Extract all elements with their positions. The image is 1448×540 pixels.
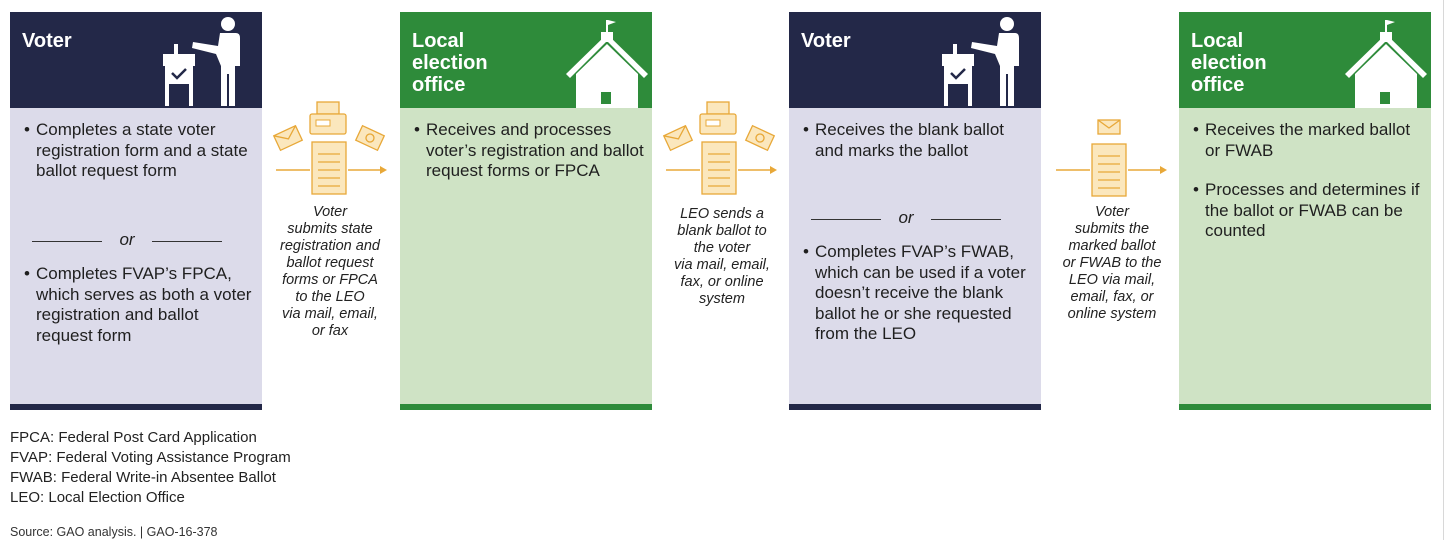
fax-machine-icon <box>699 101 737 135</box>
schoolhouse-icon <box>566 20 648 108</box>
box-bottom-bar <box>789 404 1041 410</box>
arrow-right-icon <box>1128 166 1167 174</box>
voter-ballot-box-icon <box>163 17 240 106</box>
envelope-icon <box>1097 119 1121 135</box>
fax-machine-icon <box>309 101 347 135</box>
legend-item: LEO: Local Election Office <box>10 489 185 506</box>
box-body: Receives the marked ballot or FWAB Proce… <box>1179 108 1431 404</box>
bullet-item: Completes FVAP’s FPCA, which serves as b… <box>24 264 256 346</box>
box-body: Completes a state voter registration for… <box>10 108 262 404</box>
transmission-icons <box>662 101 777 195</box>
leo-box-ballot: Local election office Receives the marke… <box>1179 12 1431 410</box>
box-bottom-bar <box>10 404 262 410</box>
bullet-item: Receives the marked ballot or FWAB <box>1193 120 1425 161</box>
connector-text: Voter submits state registration and bal… <box>280 204 380 339</box>
voter-box-registration: Voter Completes a state voter registrati… <box>10 12 262 410</box>
transmission-icons <box>272 101 387 195</box>
frame-divider <box>1443 0 1444 540</box>
box-bottom-bar <box>400 404 652 410</box>
box-header: Local election office <box>400 12 652 108</box>
box-bottom-bar <box>1179 404 1431 410</box>
document-icon <box>1091 143 1127 197</box>
envelope-icon <box>272 124 304 152</box>
arrow-right-icon <box>348 166 387 174</box>
document-icon <box>311 141 347 195</box>
box-header: Voter <box>10 12 262 108</box>
legend-item: FVAP: Federal Voting Assistance Program <box>10 449 291 466</box>
box-header: Voter <box>789 12 1041 108</box>
email-at-icon <box>744 124 776 152</box>
connector-text: Voter submits the marked ballot or FWAB … <box>1062 204 1162 322</box>
source-note: Source: GAO analysis. | GAO-16-378 <box>10 525 218 539</box>
leo-box-registration: Local election office Receives and proce… <box>400 12 652 410</box>
voter-ballot-box-icon <box>942 17 1019 106</box>
box-body: Receives and processes voter’s registrat… <box>400 108 652 404</box>
bullet-item: Receives the blank ballot and marks the … <box>803 120 1035 161</box>
box-title: Voter <box>801 30 851 52</box>
schoolhouse-icon <box>1345 20 1427 108</box>
bullet-item: Completes FVAP’s FWAB, which can be used… <box>803 242 1035 345</box>
document-icon <box>701 141 737 195</box>
envelope-icon <box>662 124 694 152</box>
or-separator: or <box>811 208 1001 228</box>
abbreviation-legend: FPCA: Federal Post Card Application FVAP… <box>10 428 291 508</box>
transmission-icons <box>1056 119 1167 197</box>
voter-box-ballot: Voter Receives the blank ballot and mark… <box>789 12 1041 410</box>
bullet-item: Receives and processes voter’s registrat… <box>414 120 646 182</box>
box-body: Receives the blank ballot and marks the … <box>789 108 1041 404</box>
email-at-icon <box>354 124 386 152</box>
box-header: Local election office <box>1179 12 1431 108</box>
arrow-right-icon <box>738 166 777 174</box>
box-title: Local election office <box>412 30 488 96</box>
bullet-item: Completes a state voter registration for… <box>24 120 256 182</box>
or-separator: or <box>32 230 222 250</box>
box-title: Local election office <box>1191 30 1267 96</box>
bullet-item: Processes and determines if the ballot o… <box>1193 180 1425 242</box>
box-title: Voter <box>22 30 72 52</box>
legend-item: FPCA: Federal Post Card Application <box>10 429 257 446</box>
connector-text: LEO sends a blank ballot to the voter vi… <box>674 206 770 307</box>
legend-item: FWAB: Federal Write-in Absentee Ballot <box>10 469 276 486</box>
